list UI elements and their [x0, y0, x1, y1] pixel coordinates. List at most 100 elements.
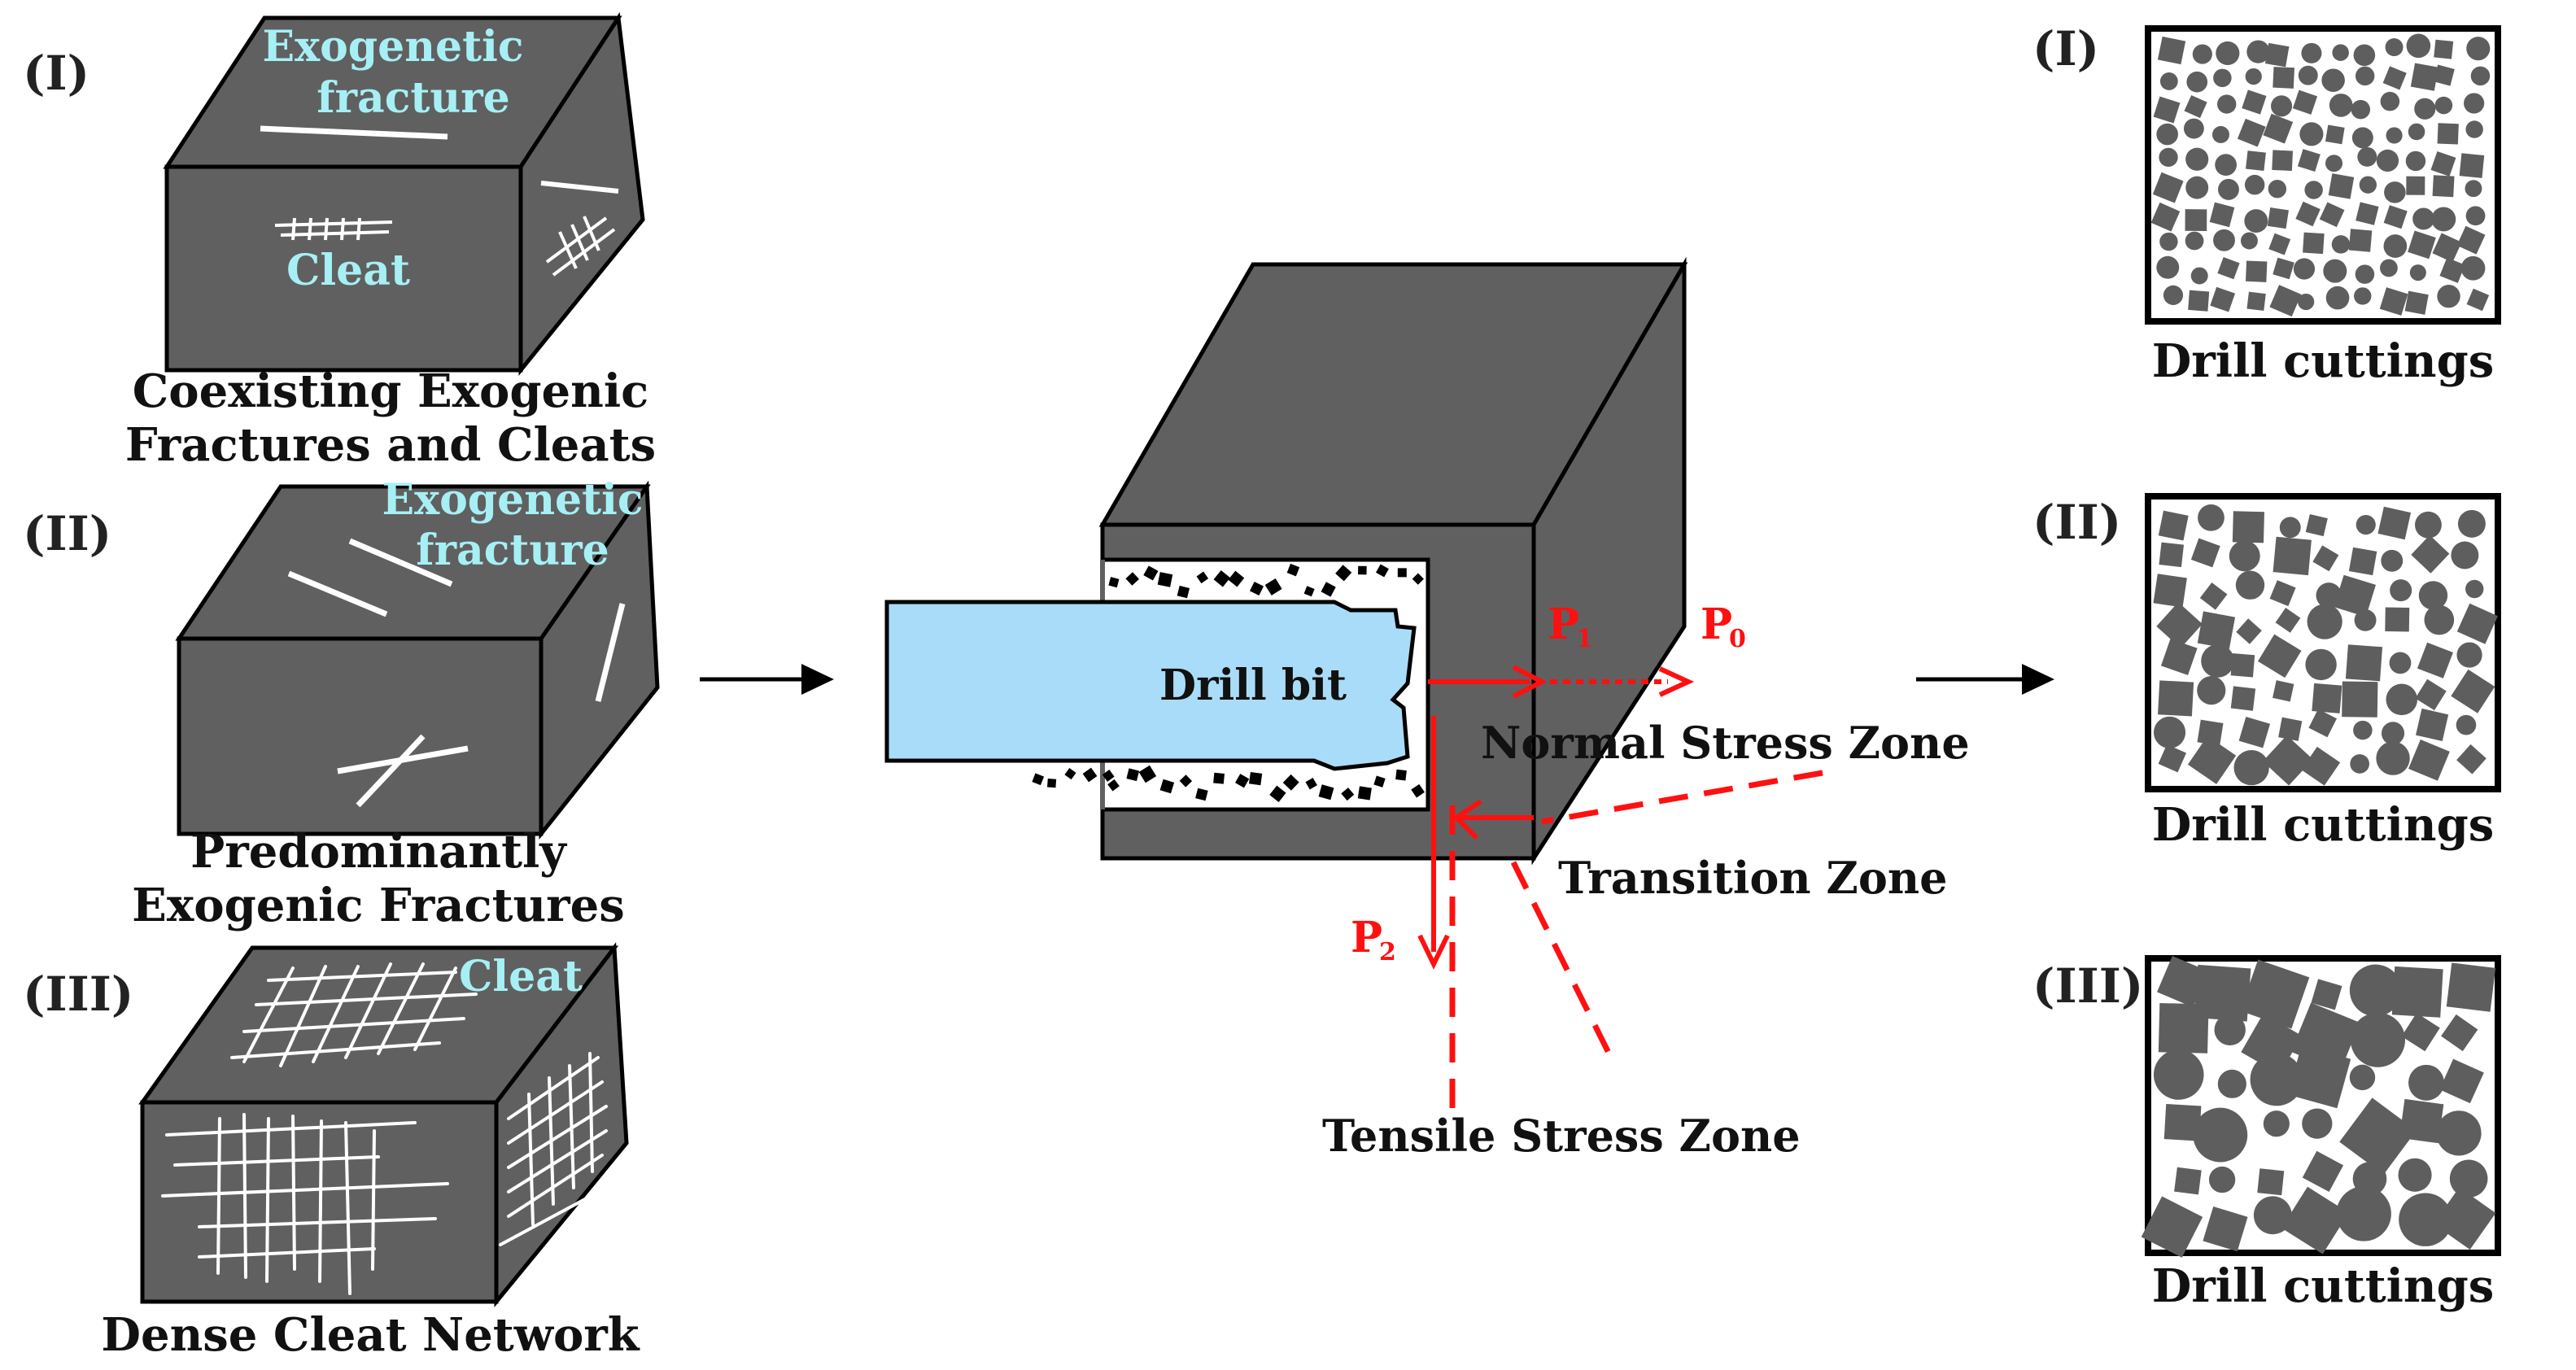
cutting-grain	[2216, 41, 2240, 65]
cutting-grain	[2349, 1064, 2376, 1091]
cutting-grain	[2457, 509, 2486, 538]
side-fracture-line	[595, 603, 626, 702]
cutting-grain	[2272, 150, 2293, 172]
cutting-grain	[2188, 290, 2210, 312]
cuttings-particles	[1032, 563, 1425, 802]
left-panel-3-caption: Dense Cleat Network	[101, 1308, 640, 1362]
cutting-grain	[2238, 716, 2270, 748]
cutting-particle	[1213, 570, 1231, 587]
cutting-grain	[2355, 66, 2375, 86]
cutting-particle	[1143, 565, 1159, 581]
cutting-grain	[2218, 178, 2239, 200]
cutting-grain	[2262, 735, 2313, 786]
cutting-grain	[2213, 68, 2232, 88]
cutting-particle	[1373, 775, 1386, 788]
cutting-grain	[2211, 125, 2229, 143]
cutting-grain	[2377, 506, 2412, 540]
cutting-grain	[2329, 94, 2353, 117]
cleat-label: Cleat	[286, 246, 410, 295]
left-panel-2: (II) Exogenetic fracture Predominantly E…	[23, 475, 660, 932]
cutting-grain	[2380, 91, 2400, 111]
flow-arrow-left	[700, 664, 834, 695]
cutting-grain	[2269, 285, 2302, 317]
cutting-grain	[2354, 609, 2377, 631]
cutting-grain	[2404, 290, 2429, 315]
cutting-grain	[2456, 642, 2482, 668]
cutting-particle	[1397, 568, 1407, 578]
cutting-grain	[2235, 570, 2265, 600]
cutting-grain	[2185, 231, 2204, 251]
cutting-grain	[2302, 1108, 2333, 1139]
right-panel-3-roman: (III)	[2032, 958, 2143, 1014]
cutting-grain	[2353, 44, 2376, 67]
cutting-particle	[1411, 783, 1425, 798]
cutting-particle	[1341, 788, 1355, 801]
cutting-grain	[2424, 604, 2455, 635]
cutting-grain	[2305, 648, 2337, 681]
cutting-grain	[2334, 574, 2376, 617]
left-panel-1-roman: (I)	[23, 46, 90, 101]
block-2-side-face	[539, 480, 660, 840]
cutting-grain	[2229, 540, 2260, 572]
cutting-grain	[2436, 1110, 2482, 1156]
cutting-grain	[2298, 293, 2315, 311]
cutting-grain	[2242, 89, 2267, 115]
cutting-grain	[2193, 1107, 2248, 1163]
cutting-grain	[2217, 1069, 2246, 1098]
drill-bit	[884, 600, 1417, 771]
cutting-grain	[2305, 514, 2328, 537]
cutting-particle	[1303, 586, 1315, 597]
cutting-particle	[1213, 772, 1225, 784]
cutting-grain	[2183, 118, 2204, 139]
left-panel-2-caption-line2: Exogenic Fractures	[132, 879, 625, 932]
cutting-particle	[1108, 577, 1120, 588]
cutting-grain	[2321, 68, 2345, 92]
left-panel-2-roman: (II)	[23, 506, 111, 561]
cutting-grain	[2185, 147, 2209, 171]
cutting-grain	[2416, 708, 2449, 742]
cutting-grain	[2414, 98, 2436, 120]
cutting-particle	[1179, 774, 1193, 788]
cutting-grain	[2185, 176, 2209, 199]
cutting-grain	[2408, 739, 2450, 781]
cutting-grain	[2342, 681, 2378, 718]
cutting-grain	[2406, 33, 2431, 59]
cutting-grain	[2433, 64, 2455, 86]
cutting-grain	[2217, 94, 2237, 114]
cutting-grain	[2316, 582, 2342, 609]
cutting-grain	[2391, 966, 2443, 1018]
cutting-grain	[2267, 207, 2289, 229]
cutting-grain	[2159, 542, 2185, 568]
cutting-grain	[2273, 67, 2294, 89]
cutting-grain	[2350, 754, 2369, 774]
cutting-grain	[2390, 579, 2412, 602]
p2-label: P	[1351, 913, 1382, 962]
cutting-grain	[2245, 68, 2262, 85]
cutting-grain	[2273, 680, 2294, 702]
cutting-grain	[2408, 1064, 2444, 1101]
cutting-grain	[2449, 1159, 2488, 1198]
cutting-grain	[2386, 683, 2418, 716]
cutting-grain	[2451, 541, 2479, 569]
cutting-grain	[2237, 118, 2266, 147]
cutting-grain	[2312, 545, 2339, 572]
cutting-grain	[2323, 259, 2347, 283]
cutting-grain	[2376, 741, 2410, 775]
cutting-grain	[2275, 608, 2301, 633]
cutting-grain	[2356, 202, 2379, 225]
cutting-grain	[2399, 1098, 2444, 1144]
exogenetic-label-line1: Exogenetic	[382, 475, 643, 525]
cutting-grain	[2345, 644, 2383, 682]
cutting-grain	[2439, 257, 2465, 283]
top-cleat-grid	[230, 962, 478, 1067]
left-panel-1-caption-line1: Coexisting Exogenic	[133, 364, 649, 418]
cutting-grain	[2302, 1150, 2344, 1193]
cutting-grain	[2441, 1014, 2478, 1052]
left-panel-1: (I) Exogenetic fracture Cleat Coexisting…	[23, 11, 656, 472]
cuttings-3	[2141, 955, 2496, 1258]
cutting-grain	[2159, 72, 2178, 90]
cutting-grain	[2157, 36, 2186, 65]
cutting-particle	[1125, 572, 1139, 586]
cutting-particle	[1249, 581, 1264, 596]
cutting-particle	[1102, 770, 1115, 782]
